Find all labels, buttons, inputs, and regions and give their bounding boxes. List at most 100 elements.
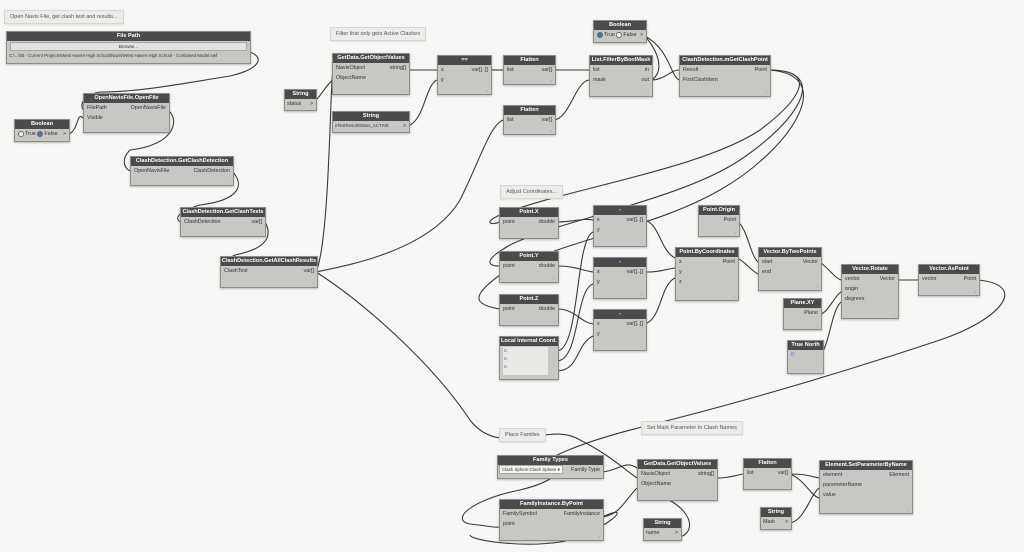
output-port[interactable]: >: [310, 101, 313, 107]
point-input-port[interactable]: point: [503, 521, 515, 527]
start-input-port[interactable]: start: [762, 259, 773, 265]
boolean-node[interactable]: Boolean True False >: [14, 119, 70, 142]
filepath-input-port[interactable]: FilePath: [87, 105, 107, 111]
objectname-input-port[interactable]: ObjectName: [641, 481, 671, 487]
var-output-port[interactable]: var[]: [777, 470, 788, 476]
familysymbol-input-port[interactable]: FamilySymbol: [503, 511, 537, 517]
string-output-port[interactable]: string[]: [697, 471, 714, 477]
note-place-families[interactable]: Place Familes: [499, 428, 546, 442]
string-mark-node[interactable]: String Mark>: [760, 507, 792, 530]
point-output-port[interactable]: Point: [723, 217, 736, 223]
var-output-port[interactable]: var[]..[]: [626, 217, 643, 223]
true-north-value[interactable]: 0: [791, 352, 794, 358]
list-input-port[interactable]: list: [507, 67, 514, 73]
coord-x-value[interactable]: 0.: [504, 348, 508, 353]
clashdetection-output-port[interactable]: ClashDetection: [193, 168, 230, 174]
mask-input-port[interactable]: mask: [593, 77, 606, 83]
false-radio[interactable]: [616, 31, 623, 38]
element-input-port[interactable]: element: [823, 472, 843, 478]
plane-output-port[interactable]: Plane: [804, 310, 818, 316]
string-active-node[interactable]: String eTestResultStatus_ACTIVE>: [332, 111, 410, 133]
true-north-node[interactable]: True North 0: [787, 340, 824, 374]
output-port[interactable]: >: [63, 131, 66, 137]
true-radio[interactable]: [597, 31, 603, 38]
parametername-input-port[interactable]: parameterName: [823, 482, 862, 488]
browse-button[interactable]: Browse...: [10, 42, 247, 51]
end-input-port[interactable]: end: [762, 269, 771, 275]
point-input-port[interactable]: point: [503, 263, 515, 269]
point-output-port[interactable]: Point: [722, 259, 735, 265]
output-port[interactable]: >: [675, 530, 678, 536]
x-input-port[interactable]: x: [597, 269, 600, 275]
y-input-port[interactable]: y: [597, 331, 600, 337]
x-input-port[interactable]: x: [679, 259, 682, 265]
var-output-port[interactable]: var[]: [303, 268, 314, 274]
clashtest-input-port[interactable]: ClashTest: [224, 268, 248, 274]
plane-xy-node[interactable]: Plane.XY Plane ▫: [783, 298, 822, 330]
string-value[interactable]: status: [287, 101, 302, 107]
coord-z-value[interactable]: 0.: [504, 364, 508, 369]
objectname-input-port[interactable]: ObjectName: [336, 75, 366, 81]
family-type-dropdown[interactable]: Clash Sphere:Clash Sphere ▾: [499, 465, 563, 474]
x-input-port[interactable]: x: [441, 67, 444, 73]
boolean-node[interactable]: Boolean True False >: [593, 20, 647, 43]
in-output-port[interactable]: in: [644, 67, 649, 73]
list-input-port[interactable]: list: [507, 117, 514, 123]
vector-output-port[interactable]: Vector: [802, 259, 818, 265]
x-input-port[interactable]: x: [597, 321, 600, 327]
y-input-port[interactable]: y: [679, 269, 682, 275]
local-internal-coord-node[interactable]: Local Internal Coord. 0. 0. 0.: [499, 336, 559, 380]
y-input-port[interactable]: y: [441, 77, 444, 83]
var-output-port[interactable]: var[]: [541, 67, 552, 73]
vector-input-port[interactable]: vector: [922, 276, 937, 282]
element-output-port[interactable]: Element: [889, 472, 909, 478]
string-value[interactable]: eTestResultStatus_ACTIVE: [335, 123, 389, 128]
navisobject-input-port[interactable]: NavisObject: [336, 65, 366, 71]
x-input-port[interactable]: x: [597, 217, 600, 223]
coordinate-list[interactable]: 0. 0. 0.: [503, 347, 548, 375]
string-value[interactable]: Mark: [763, 519, 775, 525]
double-output-port[interactable]: double: [538, 263, 555, 269]
get-clash-tests-node[interactable]: ClashDetection.GetClashTests ClashDetect…: [180, 207, 266, 237]
out-output-port[interactable]: out: [641, 77, 650, 83]
string-status-node[interactable]: String status>: [284, 89, 317, 111]
visible-input-port[interactable]: Visible: [87, 115, 103, 121]
value-input-port[interactable]: value: [823, 492, 836, 498]
note-set-mark[interactable]: Set Mark Parameter to Clash Names: [641, 421, 743, 435]
vector-output-port[interactable]: Vector: [879, 276, 895, 282]
z-input-port[interactable]: z: [679, 279, 682, 285]
opennavisfile-input-port[interactable]: OpenNavisFile: [134, 168, 170, 174]
point-output-port[interactable]: Point: [963, 276, 976, 282]
point-output-port[interactable]: Point: [754, 67, 767, 73]
output-port[interactable]: >: [640, 32, 643, 38]
coord-y-value[interactable]: 0.: [504, 356, 508, 361]
string-output-port[interactable]: string[]: [389, 65, 406, 71]
note-filter-active[interactable]: Filter that only gets Active Clashes: [330, 27, 427, 41]
output-port[interactable]: >: [403, 123, 406, 129]
var-output-port[interactable]: var[]..[]: [626, 321, 643, 327]
double-output-port[interactable]: double: [538, 306, 555, 312]
origin-input-port[interactable]: origin: [845, 286, 859, 292]
clashdetection-input-port[interactable]: ClashDetection: [184, 219, 221, 225]
list-input-port[interactable]: list: [593, 67, 600, 73]
get-all-clash-results-node[interactable]: ClashDetection.GetAllClashResults ClashT…: [220, 256, 318, 288]
family-types-node[interactable]: Family Types Clash Sphere:Clash Sphere ▾…: [497, 455, 604, 479]
file-path-node[interactable]: File Path Browse... C:\...\00 - Current …: [6, 31, 251, 64]
